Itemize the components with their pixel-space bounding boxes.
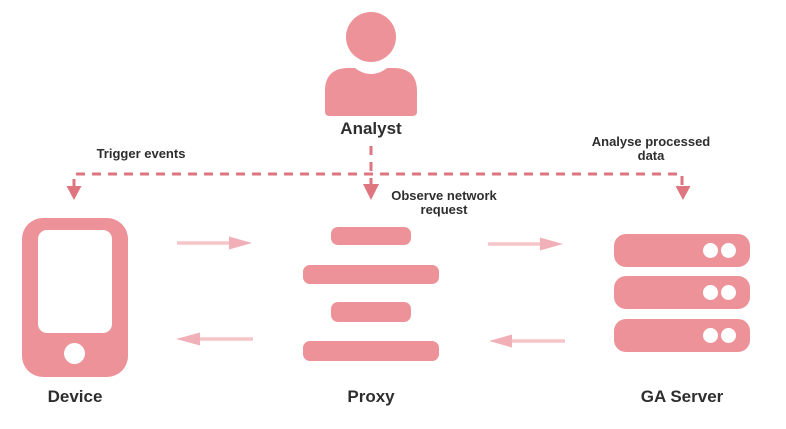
- server-led: [703, 328, 718, 343]
- dashed-arrowhead-to-server-icon: [675, 186, 691, 200]
- right-arrowhead-icon: [229, 236, 252, 250]
- server-rack-icon: [614, 234, 750, 352]
- phone-home-button: [64, 343, 85, 364]
- server-unit: [614, 234, 750, 267]
- smartphone-icon: [22, 218, 128, 377]
- proxy-bar: [331, 302, 411, 322]
- device-label: Device: [47, 387, 103, 406]
- arrow-proxy-to-server: [488, 237, 563, 251]
- person-body: [325, 68, 417, 116]
- person-icon: [325, 12, 417, 116]
- analyst-label: Analyst: [340, 119, 402, 138]
- annotation-observe-network-request: Observe network request: [391, 188, 497, 217]
- proxy-bar: [303, 265, 439, 284]
- person-head: [346, 12, 396, 62]
- arrow-server-to-proxy: [489, 334, 565, 348]
- server-unit: [614, 276, 750, 309]
- annotation-trigger-events: Trigger events: [96, 146, 186, 161]
- proxy-bar: [331, 227, 411, 245]
- server-led: [721, 285, 736, 300]
- dashed-arrowhead-to-proxy-icon: [363, 184, 379, 200]
- left-arrowhead-icon: [489, 334, 512, 348]
- server-led: [703, 285, 718, 300]
- dashed-arrowhead-to-device-icon: [66, 186, 82, 200]
- proxy-bar: [303, 341, 439, 361]
- dashed-backbone-line: [72, 172, 684, 188]
- stacked-bars-icon: [303, 227, 439, 361]
- server-led: [721, 243, 736, 258]
- ga-server-label: GA Server: [640, 387, 724, 406]
- right-arrowhead-icon: [540, 237, 563, 251]
- proxy-label: Proxy: [347, 387, 395, 406]
- phone-screen: [38, 230, 112, 333]
- arrow-device-to-proxy: [177, 236, 252, 250]
- server-led: [703, 243, 718, 258]
- server-unit: [614, 319, 750, 352]
- arrow-proxy-to-device: [176, 332, 253, 346]
- node-analyst: [325, 12, 417, 116]
- left-arrowhead-icon: [176, 332, 200, 346]
- annotation-analyse-processed-data: Analyse processed data: [591, 134, 711, 163]
- server-led: [721, 328, 736, 343]
